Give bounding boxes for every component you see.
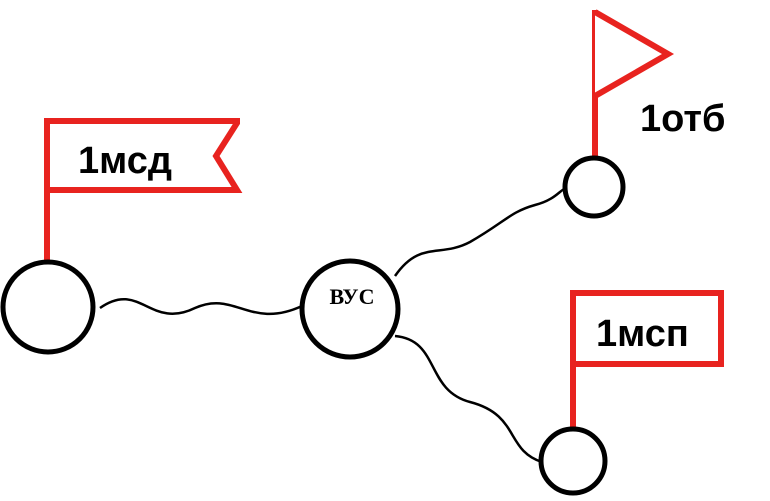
node-bottom-right xyxy=(538,426,608,496)
link-center-to-top-right xyxy=(393,186,567,277)
node-center-label: ВУС xyxy=(330,284,375,309)
flag-label-left: 1мсд xyxy=(78,140,172,182)
flag-bottom-right: 1мсп xyxy=(570,290,724,430)
node-center xyxy=(299,258,401,360)
flag-left: 1мсд xyxy=(44,118,243,262)
node-left xyxy=(0,259,96,355)
flag-cloth-top-right xyxy=(593,9,675,99)
link-left-to-center xyxy=(99,297,303,316)
flag-top-right: 1отб xyxy=(592,9,725,158)
flag-label-top-right: 1отб xyxy=(640,98,725,140)
flag-cloth-bottom-right xyxy=(570,290,724,367)
link-center-to-bottom-right xyxy=(394,334,543,464)
node-top-right xyxy=(562,155,626,219)
flag-cloth-left xyxy=(44,118,243,193)
flag-label-bottom-right: 1мсп xyxy=(596,313,689,355)
